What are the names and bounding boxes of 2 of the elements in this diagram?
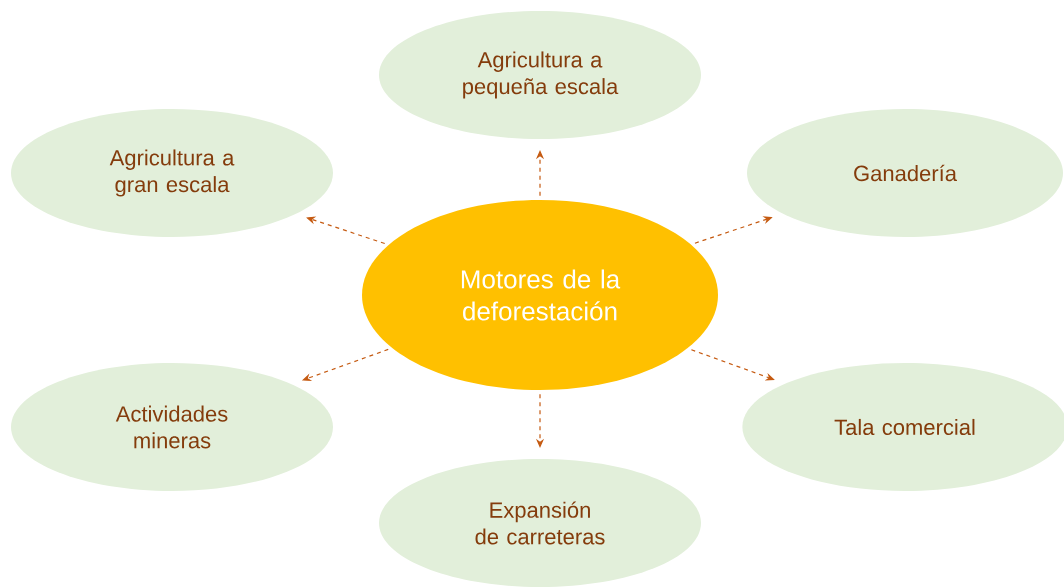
arrow [306,216,386,245]
arrow [690,349,775,381]
